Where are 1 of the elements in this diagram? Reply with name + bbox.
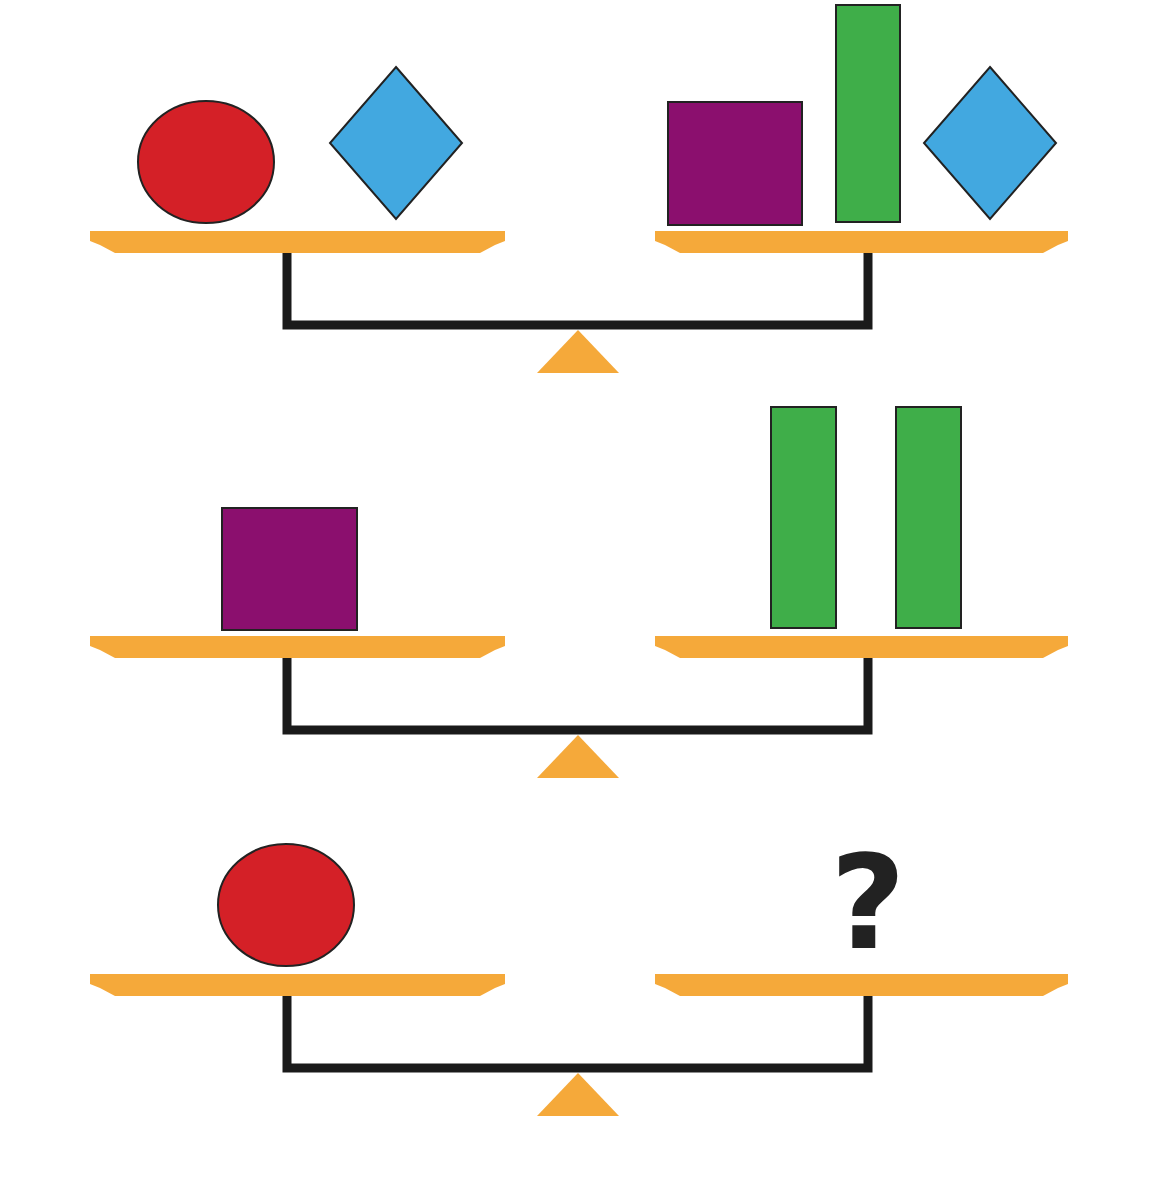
question-mark: ? [829, 838, 907, 968]
